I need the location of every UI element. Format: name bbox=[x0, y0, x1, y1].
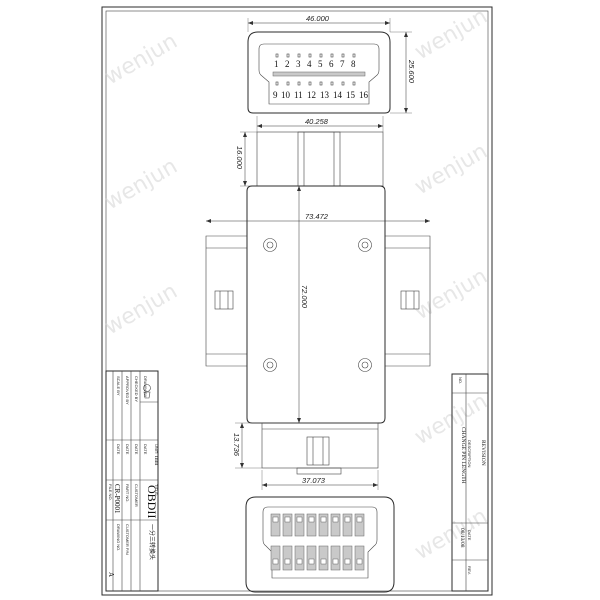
pin-label: 15 bbox=[346, 90, 356, 100]
pin-label: 2 bbox=[285, 59, 290, 69]
revision-date: 08/13/08 bbox=[459, 528, 465, 548]
dimension-neck-width: 40.258 bbox=[256, 116, 384, 132]
watermark-text: wenjun bbox=[411, 389, 492, 450]
revision-block: NO. REVISION DESCRIPTION CHANGE PIN LENG… bbox=[451, 373, 489, 592]
top-connector-view: 1 2 3 4 5 6 7 8 9 10 11 12 13 14 15 16 bbox=[247, 31, 391, 114]
side-flanges bbox=[205, 235, 431, 367]
revision-label: DATE bbox=[467, 530, 472, 541]
mounting-screw bbox=[358, 358, 372, 372]
title-block-label: CHECKED BY bbox=[134, 376, 139, 402]
title-block-label: CUSTOMER bbox=[134, 484, 139, 507]
pin-label: 14 bbox=[333, 90, 343, 100]
pin-block-bottom-row bbox=[270, 545, 365, 571]
pin-label: 8 bbox=[351, 59, 356, 69]
dimension-label: 72.000 bbox=[300, 285, 309, 309]
projection-symbol bbox=[143, 384, 151, 392]
revision-letter: A bbox=[107, 572, 115, 577]
dimension-label: 46.000 bbox=[306, 14, 330, 23]
dimension-label: 25.600 bbox=[407, 59, 416, 84]
pin-label: 7 bbox=[340, 59, 345, 69]
dimension-bottom-width: 37.073 bbox=[261, 470, 379, 490]
watermark-text: wenjun bbox=[101, 29, 182, 90]
pin-label: 11 bbox=[294, 90, 303, 100]
main-body bbox=[246, 185, 386, 424]
title-block-label: DATE bbox=[134, 444, 139, 455]
title-block-label: DATE bbox=[116, 444, 121, 455]
title-block-label: DRAWN BY bbox=[143, 376, 148, 398]
dimension-label: 37.073 bbox=[302, 476, 326, 485]
watermark-text: wenjun bbox=[101, 154, 182, 215]
mounting-screw bbox=[263, 358, 277, 372]
unit-value: mm bbox=[153, 456, 159, 466]
watermark-text: wenjun bbox=[411, 139, 492, 200]
dimension-label: 16.000 bbox=[235, 146, 244, 170]
title-block-label: PART NO. bbox=[125, 484, 130, 502]
revision-label: NO. bbox=[458, 377, 463, 384]
pin-labels-top-row: 1 2 3 4 5 6 7 8 bbox=[274, 59, 356, 69]
revision-label: DESCRIPTION bbox=[467, 440, 472, 467]
revision-label: REV. bbox=[467, 566, 472, 575]
side-view-neck bbox=[256, 131, 384, 187]
dimension-label: 73.472 bbox=[305, 212, 329, 221]
mounting-screw bbox=[263, 238, 277, 252]
pin-label: 1 bbox=[274, 59, 279, 69]
title-block-label: TITLE: bbox=[154, 484, 159, 496]
dimension-body-height: 72.000 bbox=[297, 186, 309, 423]
title-block: SCALE BY APPROVED BY CHECKED BY DRAWN BY… bbox=[105, 370, 159, 592]
pin-labels-bottom-row: 9 10 11 12 13 14 15 16 bbox=[273, 90, 369, 100]
pin-label: 12 bbox=[307, 90, 316, 100]
part-number: CR-P0001 bbox=[113, 484, 121, 514]
title-block-label: CUSTOMER P/N bbox=[125, 524, 130, 555]
watermark-text: wenjun bbox=[411, 504, 492, 565]
dimension-label: 13.736 bbox=[232, 433, 241, 457]
pin-label: 9 bbox=[273, 90, 278, 100]
pin-block-top-row bbox=[270, 513, 365, 537]
pin-label: 3 bbox=[296, 59, 301, 69]
dimension-top-width: 46.000 bbox=[247, 14, 391, 32]
dimension-neck-height: 16.000 bbox=[235, 131, 257, 187]
drawing-title: OBDII bbox=[145, 485, 159, 518]
watermark-text: wenjun bbox=[411, 264, 492, 325]
revision-heading: REVISION bbox=[480, 440, 486, 466]
pin-label: 13 bbox=[320, 90, 330, 100]
title-block-label: SCALE BY bbox=[116, 376, 121, 396]
title-block-label: UNIT: bbox=[154, 444, 159, 454]
pin-label: 5 bbox=[318, 59, 323, 69]
pin-label: 10 bbox=[281, 90, 291, 100]
dimension-top-height: 25.600 bbox=[390, 31, 416, 114]
bottom-connector-view bbox=[245, 496, 395, 593]
pin-label: 4 bbox=[307, 59, 312, 69]
title-block-label: APPROVED BY bbox=[125, 376, 130, 405]
chinese-title: 一分三转换头 bbox=[148, 524, 156, 560]
title-block-label: DATE bbox=[125, 444, 130, 455]
title-block-label: FILE NO. bbox=[108, 484, 113, 501]
sheet-border bbox=[101, 6, 493, 596]
dimension-label: 40.258 bbox=[305, 117, 329, 126]
title-block-label: DRAWING NO. bbox=[116, 524, 121, 551]
side-view-lower-neck bbox=[261, 422, 379, 475]
sheet-inner-border bbox=[105, 10, 489, 592]
pin-label: 6 bbox=[329, 59, 334, 69]
mounting-screw bbox=[358, 238, 372, 252]
watermark-text: wenjun bbox=[411, 4, 492, 65]
title-block-label: DATE bbox=[143, 444, 148, 455]
dimension-lower-neck-height: 13.736 bbox=[232, 422, 262, 469]
pin-label: 16 bbox=[359, 90, 369, 100]
watermarks: wenjun wenjun wenjun wenjun wenjun wenju… bbox=[101, 4, 492, 565]
revision-description: CHANGE PIN LENGTH bbox=[460, 427, 466, 484]
dimension-body-width: 73.472 bbox=[206, 212, 430, 223]
watermark-text: wenjun bbox=[101, 279, 182, 340]
